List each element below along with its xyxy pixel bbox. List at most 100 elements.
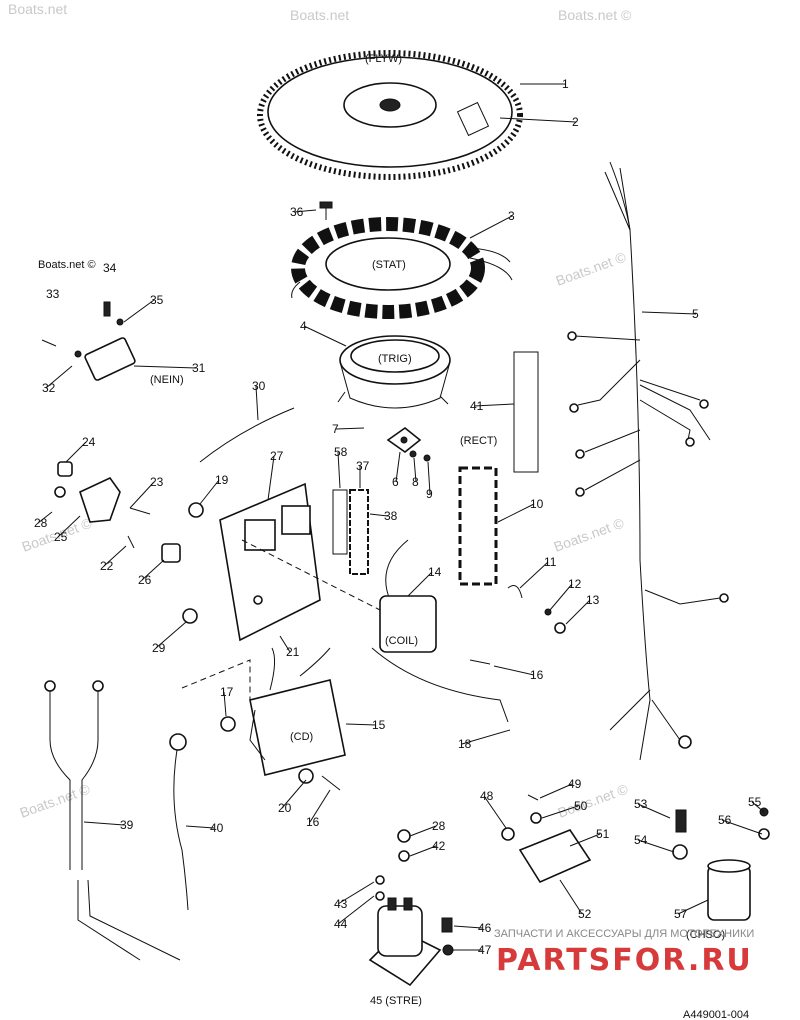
- trigger-part: [337, 335, 451, 409]
- callout-number: 19: [215, 473, 229, 487]
- callout-leader: [369, 513, 389, 517]
- callout-leader: [65, 441, 87, 463]
- callout-number: 21: [286, 645, 300, 659]
- callout-leader: [199, 479, 220, 505]
- callout-number: 10: [530, 497, 544, 511]
- callout-leader: [155, 621, 187, 649]
- stator-part: [291, 217, 513, 319]
- clip-icon: [507, 585, 523, 599]
- callout-leader: [473, 403, 515, 407]
- callout-number: 14: [428, 565, 442, 579]
- callout-number: 29: [152, 641, 166, 655]
- callout-number: 36: [290, 205, 304, 219]
- rectifier-part: [386, 426, 431, 462]
- callout-leader: [129, 481, 155, 509]
- callout-leader: [637, 839, 675, 853]
- screw-icon: [675, 809, 687, 833]
- watermark: Boats.net ©: [554, 248, 629, 288]
- figure-id: A449001-004: [683, 1009, 749, 1020]
- callout-leader: [57, 515, 81, 538]
- callout-number: 16: [530, 668, 544, 682]
- callout-leader: [751, 801, 765, 813]
- callout-number: 28: [34, 516, 48, 530]
- callout-leader: [141, 559, 165, 581]
- callout-leader: [293, 209, 317, 213]
- brand-tagline: ЗАПЧАСТИ И АКСЕССУАРЫ ДЛЯ МОТОТЕХНИКИ: [494, 928, 754, 940]
- callout-number: 2: [572, 115, 579, 129]
- callout-number: 30: [252, 379, 266, 393]
- callout-leader: [279, 635, 291, 653]
- callout-leader: [539, 783, 573, 799]
- bracket-part: [54, 461, 121, 523]
- nut-icon: [182, 608, 198, 624]
- callout-number: 28: [432, 819, 446, 833]
- callout-number: 3: [508, 209, 515, 223]
- choke-solenoid-part: [707, 859, 751, 921]
- callout-number: 31: [192, 361, 206, 375]
- decal-part: [513, 351, 539, 473]
- callout-leader: [255, 385, 259, 421]
- callout-number: 49: [568, 777, 582, 791]
- callout-number: 35: [150, 293, 164, 307]
- callout-number: 34: [103, 261, 117, 275]
- callout-leader: [345, 723, 377, 726]
- starter-solenoid-part: [368, 897, 442, 987]
- callout-leader: [303, 325, 347, 347]
- callout-leader: [469, 215, 513, 239]
- callout-number: 39: [120, 818, 134, 832]
- callout-leader: [337, 895, 375, 925]
- callout-leader: [461, 729, 511, 745]
- callout-number: 50: [574, 799, 588, 813]
- trig-label: (TRIG): [378, 353, 412, 365]
- callout-leader: [565, 599, 591, 625]
- callout-leader: [427, 461, 431, 495]
- callout-number: 24: [82, 435, 96, 449]
- callout-number: 5: [692, 307, 699, 321]
- callout-number: 42: [432, 839, 446, 853]
- watermark: Boats.net: [8, 1, 67, 17]
- coil-label: (COIL): [385, 635, 418, 647]
- callout-leader: [45, 365, 73, 389]
- ground-lead-part: [169, 733, 189, 911]
- spacer-icon: [161, 543, 181, 563]
- callout-number: 15: [372, 718, 386, 732]
- callout-leader: [559, 879, 583, 915]
- callout-number: 44: [334, 917, 348, 931]
- callout-leader: [519, 561, 549, 589]
- callout-leader: [335, 427, 365, 430]
- screw-icon: [319, 201, 333, 220]
- callout-leader: [569, 833, 601, 847]
- callout-leader: [83, 821, 125, 826]
- brand-logo: PARTSFOR.RU: [496, 943, 753, 978]
- callout-leader: [541, 805, 579, 819]
- regulator-part: [501, 794, 592, 884]
- callout-number: 11: [544, 555, 557, 569]
- nut-icon: [188, 502, 204, 518]
- wire-harness-part: [567, 161, 729, 761]
- callout-leader: [493, 665, 535, 676]
- callout-leader: [185, 825, 215, 829]
- callout-leader: [281, 779, 307, 809]
- stre-label: 45 (STRE): [370, 995, 422, 1007]
- flyw-label: (FLYW): [365, 53, 402, 65]
- gasket-part: [332, 489, 348, 555]
- callout-number: 38: [384, 509, 398, 523]
- callout-leader: [337, 451, 341, 489]
- callout-number: 43: [334, 897, 348, 911]
- callout-number: 13: [586, 593, 600, 607]
- callout-number: 46: [478, 921, 492, 935]
- callout-leader: [103, 545, 127, 567]
- callout-number: 1: [562, 77, 569, 91]
- callout-number: 25: [54, 530, 68, 544]
- callout-leader: [407, 571, 433, 597]
- callout-number: 23: [150, 475, 164, 489]
- battery-lead-part: [44, 680, 181, 961]
- callout-number: 12: [568, 577, 582, 591]
- callout-leader: [413, 457, 417, 483]
- callout-leader: [641, 311, 697, 315]
- callout-number: 26: [138, 573, 152, 587]
- coil-part: [371, 539, 509, 723]
- terminal-block-part: [349, 489, 369, 575]
- callout-number: 57: [674, 907, 688, 921]
